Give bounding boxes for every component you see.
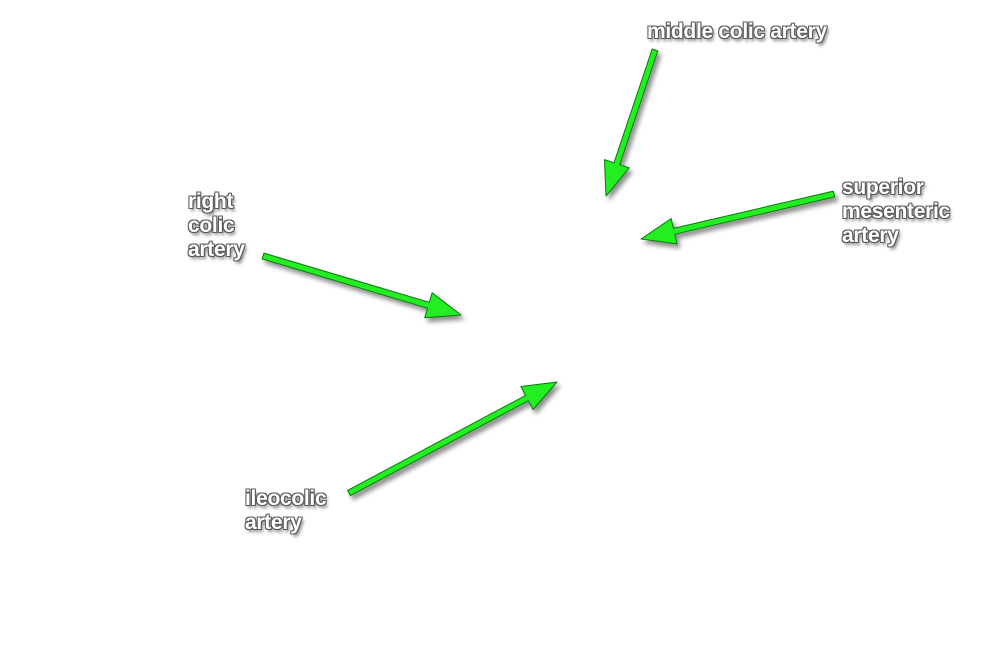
- label-line: right: [188, 190, 234, 213]
- label-superior-mesenteric-artery: superior mesenteric artery: [842, 176, 950, 248]
- arrow-right-colic-artery: [261, 252, 462, 319]
- arrow-superior-mesenteric-artery: [640, 190, 836, 245]
- label-line: artery: [245, 511, 302, 534]
- label-line: artery: [188, 238, 245, 261]
- label-line: ileocolic: [245, 487, 327, 510]
- arrow-middle-colic-artery: [604, 48, 659, 197]
- label-line: colic: [188, 214, 235, 237]
- label-line: artery: [842, 224, 899, 247]
- label-ileocolic-artery: ileocolic artery: [245, 487, 327, 535]
- label-middle-colic-artery: middle colic artery: [647, 20, 827, 44]
- label-right-colic-artery: right colic artery: [188, 190, 245, 262]
- label-line: middle colic artery: [647, 20, 827, 43]
- arrow-ileocolic-artery: [347, 381, 558, 497]
- label-line: mesenteric: [842, 200, 950, 223]
- label-line: superior: [842, 176, 924, 199]
